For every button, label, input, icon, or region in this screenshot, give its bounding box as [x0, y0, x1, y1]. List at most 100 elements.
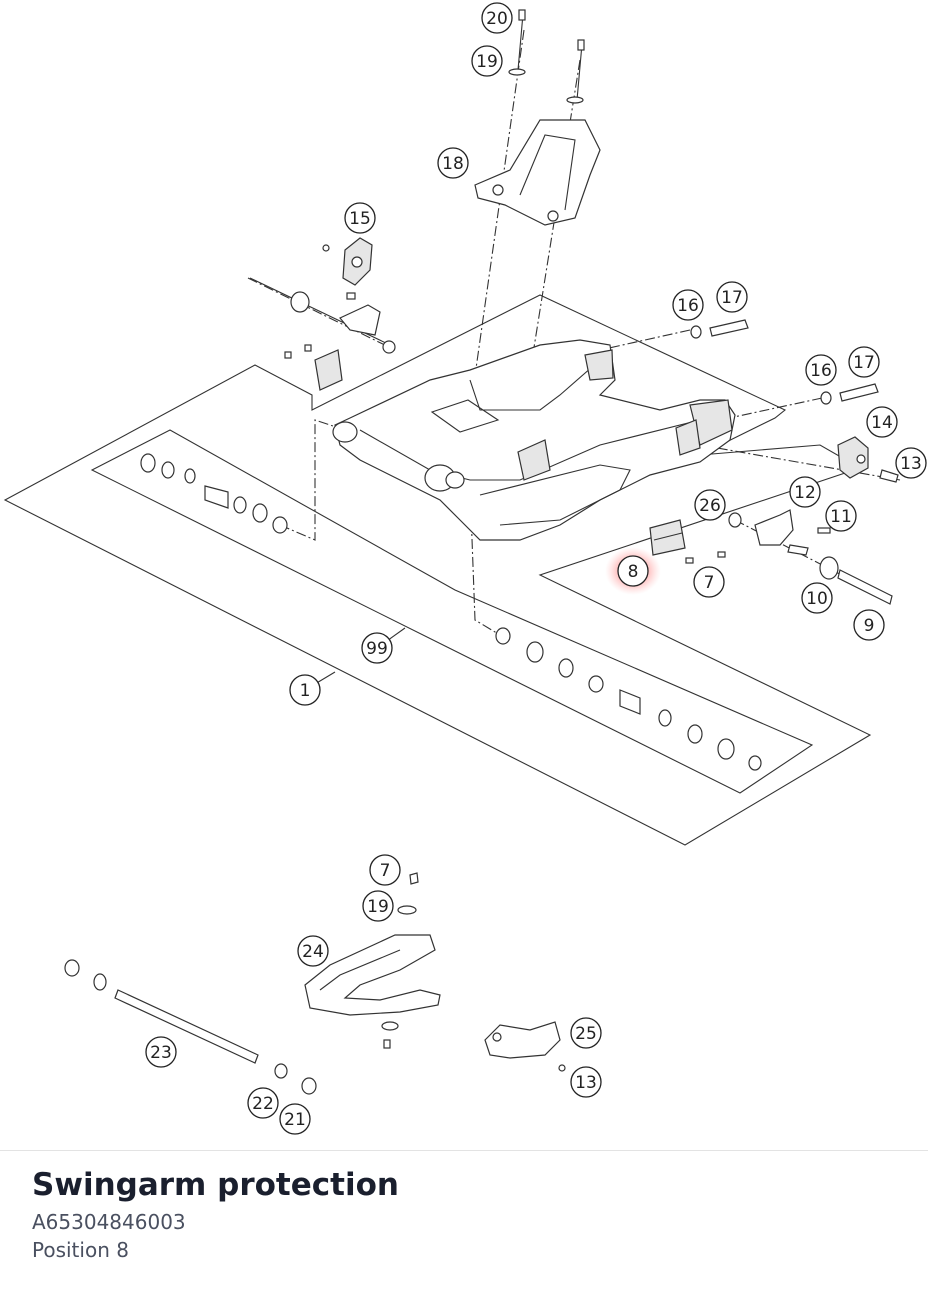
callout-13[interactable]: 13: [895, 447, 927, 479]
callout-circle: [145, 1036, 177, 1068]
part-9-bolt: [837, 569, 893, 605]
callout-label: 26: [699, 496, 721, 516]
callout-18[interactable]: 18: [437, 147, 469, 179]
callout-circle: [361, 632, 393, 664]
callout-99[interactable]: 99: [361, 632, 393, 664]
part-13-screw-lower: [558, 1064, 566, 1072]
part-19-washer-lower: [397, 905, 417, 915]
assembly-line: [699, 444, 901, 481]
part-small-bolt: [304, 344, 312, 352]
callout-25[interactable]: 25: [570, 1017, 602, 1049]
callout-10[interactable]: 10: [801, 582, 833, 614]
callout-circle: [279, 1103, 311, 1135]
callout-label: 12: [794, 483, 816, 503]
callout-7[interactable]: 7: [693, 566, 725, 598]
part-7-screw: [685, 557, 694, 564]
callout-21[interactable]: 21: [279, 1103, 311, 1135]
part-26-washer: [728, 512, 742, 528]
callout-circle: [789, 476, 821, 508]
assembly-line: [247, 277, 396, 351]
callout-14[interactable]: 14: [866, 406, 898, 438]
callout-label: 22: [252, 1094, 274, 1114]
callout-19[interactable]: 19: [362, 890, 394, 922]
callout-circle: [895, 447, 927, 479]
callout-label: 24: [302, 942, 324, 962]
part-22-washer: [274, 1063, 288, 1079]
part-small-bolt: [346, 292, 356, 300]
part-1-swingarm: [332, 339, 736, 541]
bearing-set-left: [140, 453, 288, 534]
callout-20[interactable]: 20: [481, 2, 513, 34]
callout-label: 19: [476, 52, 498, 72]
callout-label: 7: [704, 573, 715, 593]
part-19-washer: [566, 96, 584, 104]
callout-circle: [247, 1087, 279, 1119]
callout-label: 21: [284, 1110, 306, 1130]
part-19-washer: [508, 68, 526, 76]
callout-circle: [481, 2, 513, 34]
callout-circle: [471, 45, 503, 77]
callout-9[interactable]: 9: [853, 609, 885, 641]
part-16-17-bolt: [690, 319, 749, 339]
callout-24[interactable]: 24: [297, 935, 329, 967]
callout-17[interactable]: 17: [848, 346, 880, 378]
callout-circle: [369, 854, 401, 886]
callout-label: 14: [871, 413, 893, 433]
part-8-swingarm-protection: [649, 519, 686, 556]
callout-label: 17: [853, 353, 875, 373]
callout-1[interactable]: 1: [289, 674, 321, 706]
callout-11[interactable]: 11: [825, 500, 857, 532]
callout-22[interactable]: 22: [247, 1087, 279, 1119]
callout-26[interactable]: 26: [694, 489, 726, 521]
part-14-chain-slider: [837, 436, 899, 483]
callout-7[interactable]: 7: [369, 854, 401, 886]
part-11-pin: [817, 527, 831, 534]
callout-circle: [693, 566, 725, 598]
assembly-line: [467, 29, 525, 426]
callout-15[interactable]: 15: [344, 202, 376, 234]
callout-13[interactable]: 13: [570, 1066, 602, 1098]
exploded-parts-diagram: 2019181516171617141312261187109991719242…: [3, 2, 927, 1135]
callout-circle: [672, 289, 704, 321]
part-12-bracket: [754, 509, 794, 546]
part-bolt: [787, 544, 809, 556]
assembly-line: [719, 397, 823, 421]
bearing-set-right: [495, 627, 762, 771]
callout-label: 99: [366, 639, 388, 659]
callout-label: 8: [628, 562, 639, 582]
callout-circle: [694, 489, 726, 521]
part-title: Swingarm protection: [32, 1167, 399, 1203]
callout-circle: [716, 281, 748, 313]
callout-circle: [866, 406, 898, 438]
part-7-screw-lower: [409, 872, 419, 885]
callout-23[interactable]: 23: [145, 1036, 177, 1068]
assembly-line: [599, 329, 691, 351]
callout-8-highlighted[interactable]: 8: [617, 555, 649, 587]
callout-label: 25: [575, 1024, 597, 1044]
callout-circle: [801, 582, 833, 614]
callout-12[interactable]: 12: [789, 476, 821, 508]
divider: [0, 1150, 928, 1151]
callout-circle: [570, 1066, 602, 1098]
part-info-panel: Swingarm protection A65304846003 Positio…: [32, 1168, 399, 1264]
callout-label: 15: [349, 209, 371, 229]
callout-label: 23: [150, 1043, 172, 1063]
callout-circle: [848, 346, 880, 378]
assembly-line: [279, 419, 346, 541]
callout-label: 16: [677, 296, 699, 316]
callout-circle: [617, 555, 649, 587]
callout-16[interactable]: 16: [805, 354, 837, 386]
part-shock-bolt: [249, 277, 396, 354]
callout-label: 16: [810, 361, 832, 381]
callout-circle: [344, 202, 376, 234]
callout-label: 13: [575, 1073, 597, 1093]
callout-label: 7: [380, 861, 391, 881]
callout-label: 10: [806, 589, 828, 609]
callout-label: 20: [486, 9, 508, 29]
part-position: Position 8: [32, 1238, 129, 1263]
callout-17[interactable]: 17: [716, 281, 748, 313]
callout-circle: [297, 935, 329, 967]
callout-16[interactable]: 16: [672, 289, 704, 321]
callout-19[interactable]: 19: [471, 45, 503, 77]
